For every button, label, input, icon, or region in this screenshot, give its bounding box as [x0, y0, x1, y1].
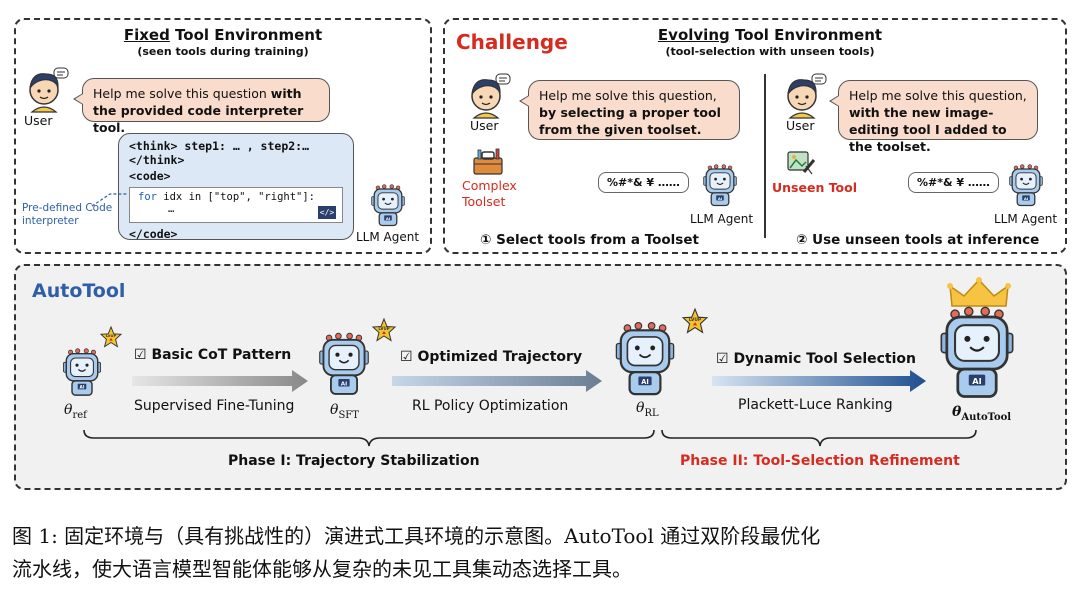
- challenge-label: Challenge: [456, 30, 568, 54]
- evolving-env-panel: [443, 18, 1067, 254]
- evolving-right-bubble-bold: with the new image-editing tool I added …: [849, 105, 1007, 154]
- model-sft-label: θSFT: [330, 402, 359, 421]
- model-rl-label: θRL: [636, 400, 659, 419]
- stage3-check-label: ☑ Dynamic Tool Selection: [716, 351, 916, 367]
- stage2-check-text: Optimized Trajectory: [417, 349, 583, 365]
- robot-ref-icon: AI: [60, 348, 104, 398]
- figure-caption: 图 1: 固定环境与（具有挑战性的）演进式工具环境的示意图。AutoTool 通…: [12, 520, 1068, 586]
- fixed-env-title: Fixed Tool Environment: [14, 26, 432, 44]
- code-icon: </>: [318, 206, 336, 219]
- user-avatar-icon: [29, 67, 69, 113]
- phase2-brace: [661, 429, 977, 447]
- crown-icon: [947, 277, 1011, 310]
- evolving-right-noise: %#*& ¥ ……: [908, 172, 999, 193]
- robot-icon: AI: [1006, 164, 1046, 208]
- predefined-label: Pre-defined Code interpreter: [22, 202, 113, 227]
- robot-sft-icon: AI: [316, 332, 372, 398]
- evolving-right-agent-label: LLM Agent: [994, 212, 1058, 226]
- predefined-pointer: [91, 193, 128, 207]
- step1-label: ① Select tools from a Toolset: [480, 232, 699, 248]
- robot-rl-icon: AI: [612, 320, 678, 400]
- evolving-left-bubble-bold: by selecting a proper tool from the give…: [539, 105, 721, 137]
- robot-icon: AI: [368, 184, 408, 228]
- stage1-arrow: [132, 370, 308, 392]
- stage1-check-label: ☑ Basic CoT Pattern: [134, 347, 291, 363]
- stage2-label: RL Policy Optimization: [412, 398, 569, 414]
- evolving-env-subtitle: (tool-selection with unseen tools): [665, 45, 875, 58]
- robot-autotool-icon: AI: [934, 306, 1020, 402]
- caption-line1: 图 1: 固定环境与（具有挑战性的）演进式工具环境的示意图。AutoTool 通…: [12, 524, 821, 548]
- evolving-title-rest: Tool Environment: [729, 26, 883, 44]
- code-close-tag: </code>: [129, 227, 178, 241]
- evolving-left-bubble: Help me solve this question, by selectin…: [519, 80, 740, 140]
- stage3-label: Plackett-Luce Ranking: [738, 397, 893, 413]
- fixed-user-label: User: [24, 113, 53, 128]
- stage2-check-label: ☑ Optimized Trajectory: [400, 349, 582, 365]
- phase1-brace: [83, 429, 655, 447]
- lvup-badge-icon: LVUP: [99, 325, 123, 348]
- stage1-label: Supervised Fine-Tuning: [134, 398, 295, 414]
- code-bubble: <think> step1: … , step2:… </think> <cod…: [118, 133, 354, 241]
- fixed-env-panel: [14, 18, 432, 254]
- code-open-tag: <code>: [129, 169, 171, 183]
- user-avatar-icon: [471, 73, 511, 119]
- toolbox-icon: [473, 148, 503, 175]
- evolving-title-keyword: Evolving: [657, 26, 730, 44]
- svg-text:LVUP: LVUP: [378, 326, 389, 331]
- evolving-right-bubble-plain: Help me solve this question,: [849, 88, 1027, 103]
- evolving-divider: [764, 74, 766, 238]
- robot-icon: AI: [700, 164, 740, 208]
- stage3-check-text: Dynamic Tool Selection: [733, 351, 917, 367]
- code-ellipsis: …: [168, 203, 175, 215]
- svg-text:AI: AI: [972, 376, 981, 386]
- fixed-env-subtitle: (seen tools during training): [137, 45, 309, 58]
- code-think-line: <think> step1: … , step2:… </think>: [129, 139, 310, 167]
- code-keyword: for: [138, 191, 157, 203]
- code-loop: idx in ["top", "right"]:: [156, 191, 316, 203]
- unseen-tool-label: Unseen Tool: [772, 180, 858, 195]
- fixed-user-bubble: Help me solve this question with the pro…: [73, 78, 330, 135]
- evolving-left-bubble-plain: Help me solve this question,: [539, 88, 717, 103]
- checkbox-icon: ☑: [716, 351, 729, 367]
- evolving-right-bubble: Help me solve this question, with the ne…: [829, 80, 1038, 154]
- svg-text:LVUP: LVUP: [689, 317, 701, 323]
- svg-text:AI: AI: [386, 217, 391, 221]
- fixed-agent-label: LLM Agent: [356, 230, 420, 244]
- evolving-left-agent-label: LLM Agent: [690, 212, 754, 226]
- svg-text:AI: AI: [80, 385, 85, 391]
- step2-label: ② Use unseen tools at inference: [796, 232, 1040, 248]
- model-autotool-label: θAutoTool: [952, 404, 1012, 423]
- lvup-badge-icon: LVUP: [371, 317, 397, 342]
- stage3-arrow: [712, 370, 926, 392]
- user-avatar-icon: [787, 73, 827, 119]
- autotool-title: AutoTool: [32, 280, 126, 302]
- fixed-bubble-bold: with the provided code interpreter tool.: [93, 86, 304, 135]
- fixed-title-rest: Tool Environment: [169, 26, 323, 44]
- svg-text:AI: AI: [341, 382, 347, 388]
- evolving-left-noise: %#*& ¥ ……: [598, 172, 689, 193]
- checkbox-icon: ☑: [400, 349, 413, 365]
- lvup-badge-icon: LVUP: [681, 307, 709, 334]
- svg-text:LVUP: LVUP: [106, 334, 117, 338]
- checkbox-icon: ☑: [134, 347, 147, 363]
- stage1-check-text: Basic CoT Pattern: [151, 347, 292, 363]
- caption-line2: 流水线，使大语言模型智能体能够从复杂的未见工具集动态选择工具。: [12, 557, 632, 581]
- phase2-label: Phase II: Tool-Selection Refinement: [680, 453, 960, 469]
- image-edit-icon: [787, 151, 816, 175]
- svg-text:AI: AI: [641, 378, 649, 386]
- evolving-left-user-label: User: [470, 118, 499, 133]
- svg-text:AI: AI: [1024, 197, 1029, 201]
- evolving-env-title: Evolving Tool Environment: [600, 26, 940, 44]
- code-inner-box: for idx in ["top", "right"]: … </>: [129, 187, 343, 223]
- svg-text:AI: AI: [718, 197, 723, 201]
- model-ref-label: θref: [64, 402, 87, 421]
- phase1-label: Phase I: Trajectory Stabilization: [228, 453, 480, 469]
- fixed-title-keyword: Fixed: [123, 26, 170, 44]
- fixed-bubble-plain: Help me solve this question: [93, 86, 271, 101]
- stage2-arrow: [392, 370, 602, 392]
- evolving-right-user-label: User: [786, 118, 815, 133]
- complex-toolset-label: Complex Toolset: [462, 178, 517, 209]
